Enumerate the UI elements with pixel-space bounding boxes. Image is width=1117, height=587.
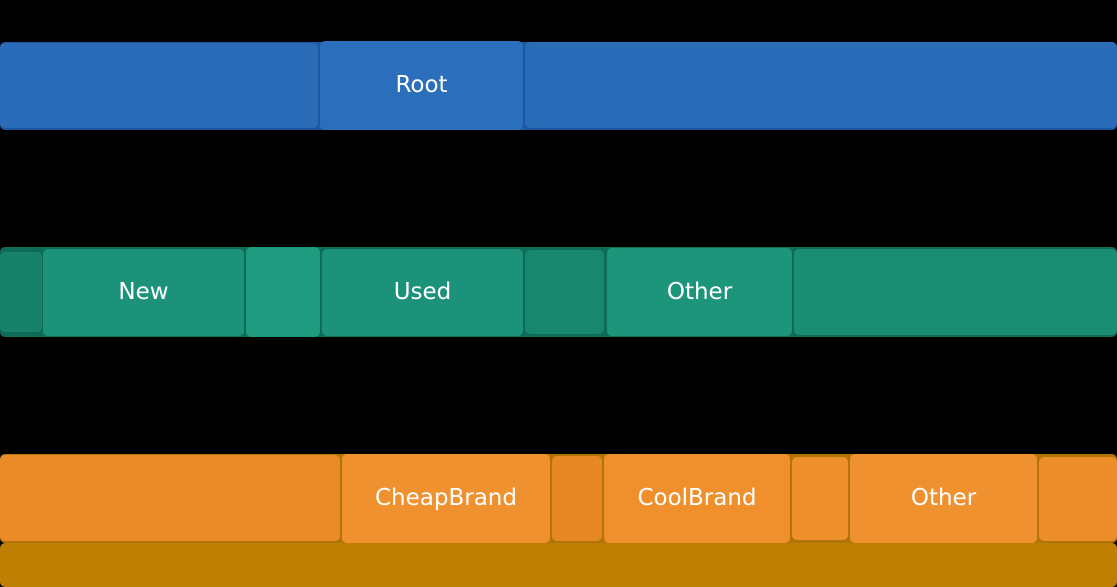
node-new: New: [43, 249, 244, 336]
node-used: Used: [322, 249, 523, 336]
node-other-level2: Other: [850, 454, 1037, 543]
node-coolbrand: CoolBrand: [604, 454, 790, 543]
level1-unlabeled-mid: [246, 247, 320, 337]
node-other-level1: Other: [607, 248, 792, 336]
level0-unlabeled-left: [0, 43, 318, 128]
level1-unlabeled-far-left: [0, 252, 42, 332]
level3-partial-bar: [0, 543, 1117, 587]
level1-unlabeled-right: [794, 249, 1117, 335]
level1-unlabeled-block: [525, 250, 604, 334]
level2-unlabeled-left: [0, 455, 340, 541]
level2-unlabeled-mid: [552, 456, 602, 541]
node-root: Root: [320, 41, 523, 130]
level2-unlabeled-right: [1039, 457, 1117, 541]
node-cheapbrand: CheapBrand: [342, 454, 550, 543]
level2-unlabeled-gap: [792, 457, 848, 540]
level0-unlabeled-right: [525, 42, 1117, 128]
